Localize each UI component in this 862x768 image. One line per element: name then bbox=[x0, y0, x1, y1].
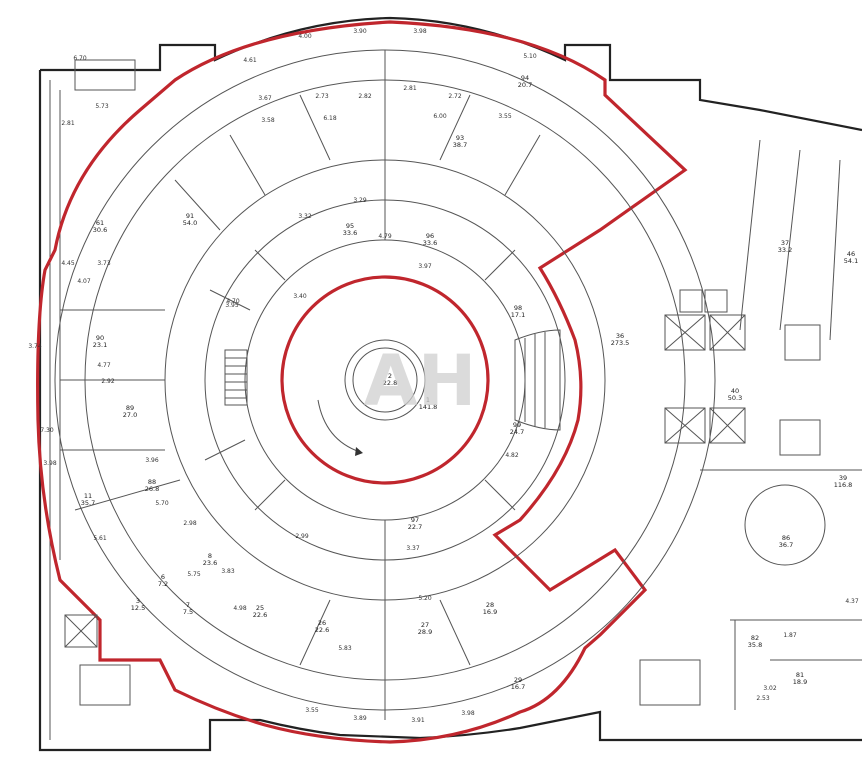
dimension-label: 3.91 bbox=[411, 717, 425, 724]
dimension-label: 2.98 bbox=[183, 520, 197, 527]
dimension-label: 3.40 bbox=[293, 293, 307, 300]
dimension-label: 3.74 bbox=[28, 343, 42, 350]
dimension-label: 5.20 bbox=[418, 595, 432, 602]
dimension-label: 3.96 bbox=[145, 457, 159, 464]
direction-arrow bbox=[317, 399, 363, 456]
dimension-label: 3.98 bbox=[413, 28, 427, 35]
dimension-label: 3.98 bbox=[461, 710, 475, 717]
dimension-label: 4.70 bbox=[226, 298, 240, 305]
premises-outline bbox=[36, 20, 688, 744]
dimension-label: 6.18 bbox=[323, 115, 337, 122]
stairs bbox=[74, 59, 701, 706]
dimension-label: 4.77 bbox=[97, 362, 111, 369]
dimension-label: 6.00 bbox=[433, 113, 447, 120]
dimension-label: 4.45 bbox=[61, 260, 75, 267]
dimension-label: 4.79 bbox=[378, 233, 392, 240]
dimension-label: 4.37 bbox=[845, 598, 859, 605]
dimension-label: 2.72 bbox=[448, 93, 462, 100]
dimension-label: 5.61 bbox=[93, 535, 107, 542]
dimension-label: 3.58 bbox=[261, 117, 275, 124]
dimension-label: 4.98 bbox=[233, 605, 247, 612]
dimension-label: 4.07 bbox=[77, 278, 91, 285]
dimension-label: 4.00 bbox=[298, 33, 312, 40]
right-wing bbox=[700, 139, 862, 710]
dimension-label: 5.73 bbox=[95, 103, 109, 110]
dimension-label: 5.10 bbox=[523, 53, 537, 60]
dimension-label: 5.75 bbox=[187, 571, 201, 578]
dimension-labels: 4.00 3.90 3.98 5.10 4.61 6.00 3.55 3.67 2.73 2.82… bbox=[28, 28, 859, 724]
dimension-label: 1.87 bbox=[783, 632, 797, 639]
dimension-label: 2.81 bbox=[403, 85, 417, 92]
dimension-label: 2.81 bbox=[61, 120, 75, 127]
dimension-label: 2.82 bbox=[358, 93, 372, 100]
dimension-label: 3.02 bbox=[763, 685, 777, 692]
dimension-label: 3.67 bbox=[258, 95, 272, 102]
dimension-label: 4.61 bbox=[243, 57, 257, 64]
dimension-label: 7.30 bbox=[40, 427, 54, 434]
dimension-label: 6.70 bbox=[73, 55, 87, 62]
dimension-label: 5.70 bbox=[155, 500, 169, 507]
elevators bbox=[64, 289, 821, 648]
dimension-label: 3.37 bbox=[406, 545, 420, 552]
dimension-label: 3.89 bbox=[353, 715, 367, 722]
dimension-label: 2.53 bbox=[756, 695, 770, 702]
dimension-label: 3.29 bbox=[353, 197, 367, 204]
dimension-label: 3.55 bbox=[305, 707, 319, 714]
dimension-label: 2.92 bbox=[101, 378, 115, 385]
dimension-label: 5.83 bbox=[338, 645, 352, 652]
dimension-label: 2.73 bbox=[315, 93, 329, 100]
dimension-label: 3.55 bbox=[498, 113, 512, 120]
dimension-label: 3.97 bbox=[418, 263, 432, 270]
dimension-label: 4.82 bbox=[505, 452, 519, 459]
watermark: AH bbox=[364, 340, 477, 422]
dimension-label: 3.73 bbox=[97, 260, 111, 267]
radial-partitions bbox=[60, 50, 541, 720]
dimension-label: 3.83 bbox=[221, 568, 235, 575]
dimension-label: 3.32 bbox=[298, 213, 312, 220]
dimension-label: 3.95 bbox=[225, 302, 239, 309]
dimension-label: 2.99 bbox=[295, 533, 309, 540]
dimension-label: 3.90 bbox=[353, 28, 367, 35]
dimension-label: 3.98 bbox=[43, 460, 57, 467]
